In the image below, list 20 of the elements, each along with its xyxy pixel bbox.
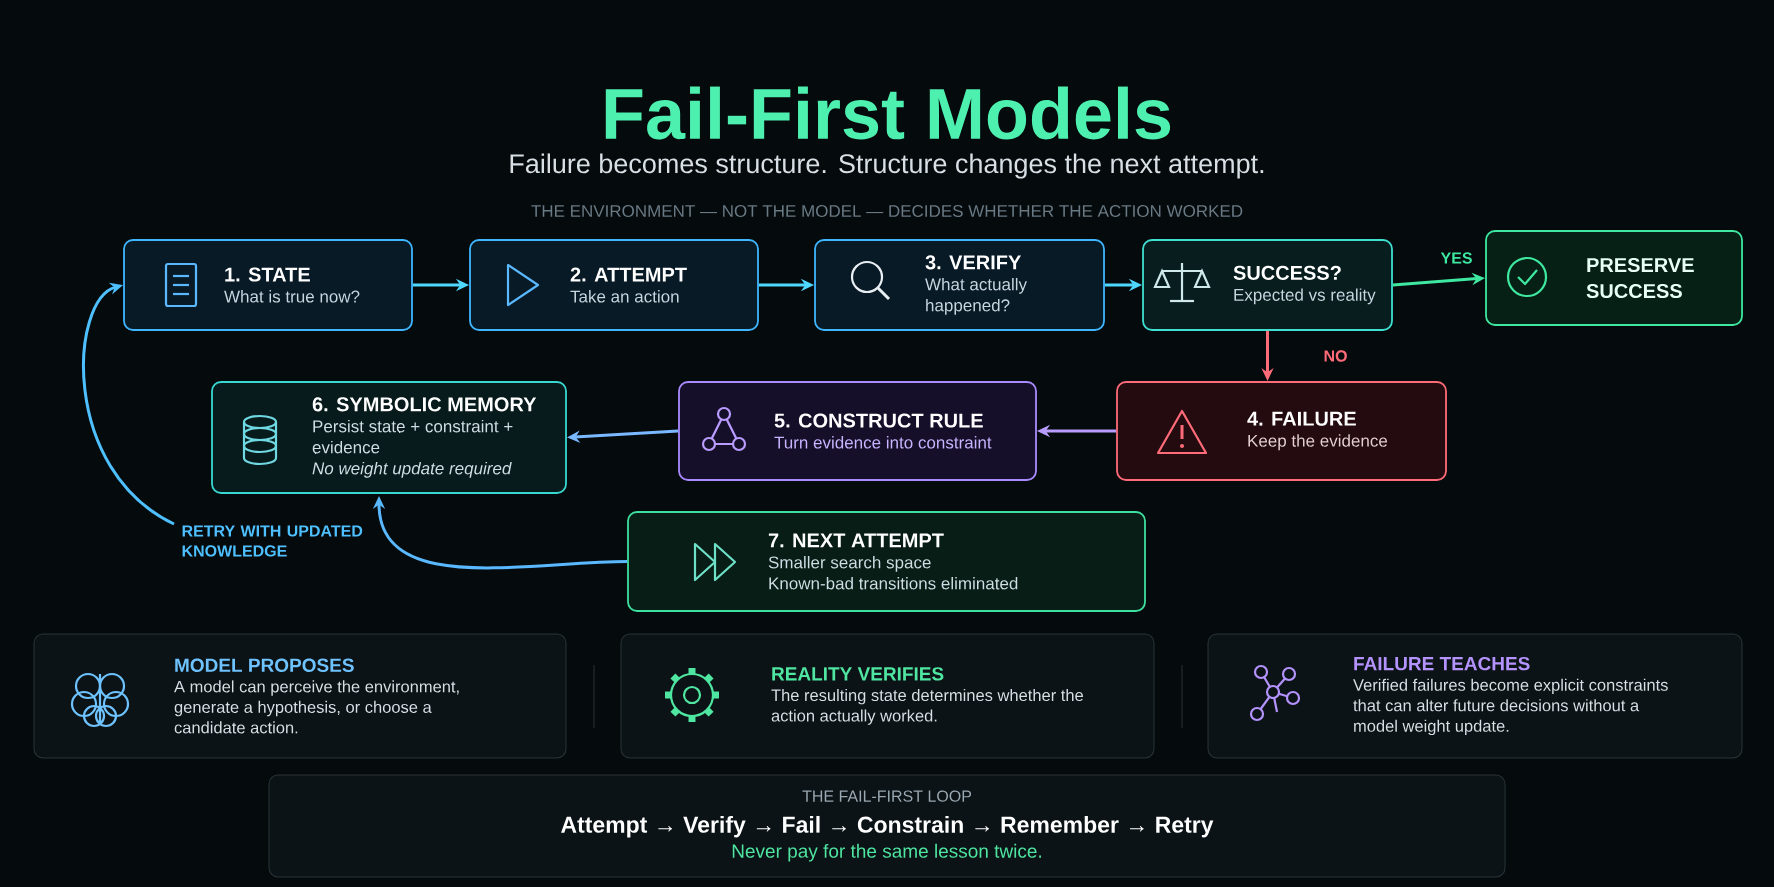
subtitle: Failure becomes structure. Structure changes the next attempt. — [510, 153, 1264, 179]
edge-label: RETRY WITH UPDATED KNOWLEDGE — [182, 525, 363, 557]
process-box: 5. CONSTRUCT RULE Turn evidence into constraint — [678, 381, 1037, 481]
info-card: MODEL PROPOSES A model can perceive the environment, generate a hypothesis, or choose a candidate action. — [33, 633, 567, 759]
decision-box: SUCCESS? Expected vs reality — [1142, 239, 1393, 331]
tagline: THE ENVIRONMENT — NOT THE MODEL — DECIDES WHETHER THE ACTION WORKED — [531, 205, 1243, 218]
process-box: PRESERVE SUCCESS — [1485, 230, 1743, 326]
process-box: 3. VERIFY What actually happened? — [814, 239, 1105, 331]
summary-box: THE FAIL-FIRST LOOP Attempt → Verify → Fail → Constrain → Remember → Retry Never pay for the same lesson twice. — [268, 774, 1506, 878]
title: Fail-First Models — [605, 86, 1171, 140]
edge-label: NO — [1324, 350, 1347, 362]
edge-label: YES — [1440, 252, 1472, 264]
process-box: 1. STATE What is true now? — [123, 239, 413, 331]
process-box: 6. SYMBOLIC MEMORY Persist state + constraint + evidence No weight update required — [211, 381, 567, 494]
process-box: 7. NEXT ATTEMPT Smaller search space Known-bad transitions eliminated — [627, 511, 1146, 612]
info-card: FAILURE TEACHES Verified failures become explicit constraints that can alter future decisions without a model weight update. — [1207, 633, 1743, 759]
process-box: 2. ATTEMPT Take an action — [469, 239, 759, 331]
arrow — [82, 282, 175, 526]
process-box: 4. FAILURE Keep the evidence — [1116, 381, 1447, 481]
info-card: REALITY VERIFIES The resulting state determines whether the action actually worked. — [620, 633, 1155, 759]
